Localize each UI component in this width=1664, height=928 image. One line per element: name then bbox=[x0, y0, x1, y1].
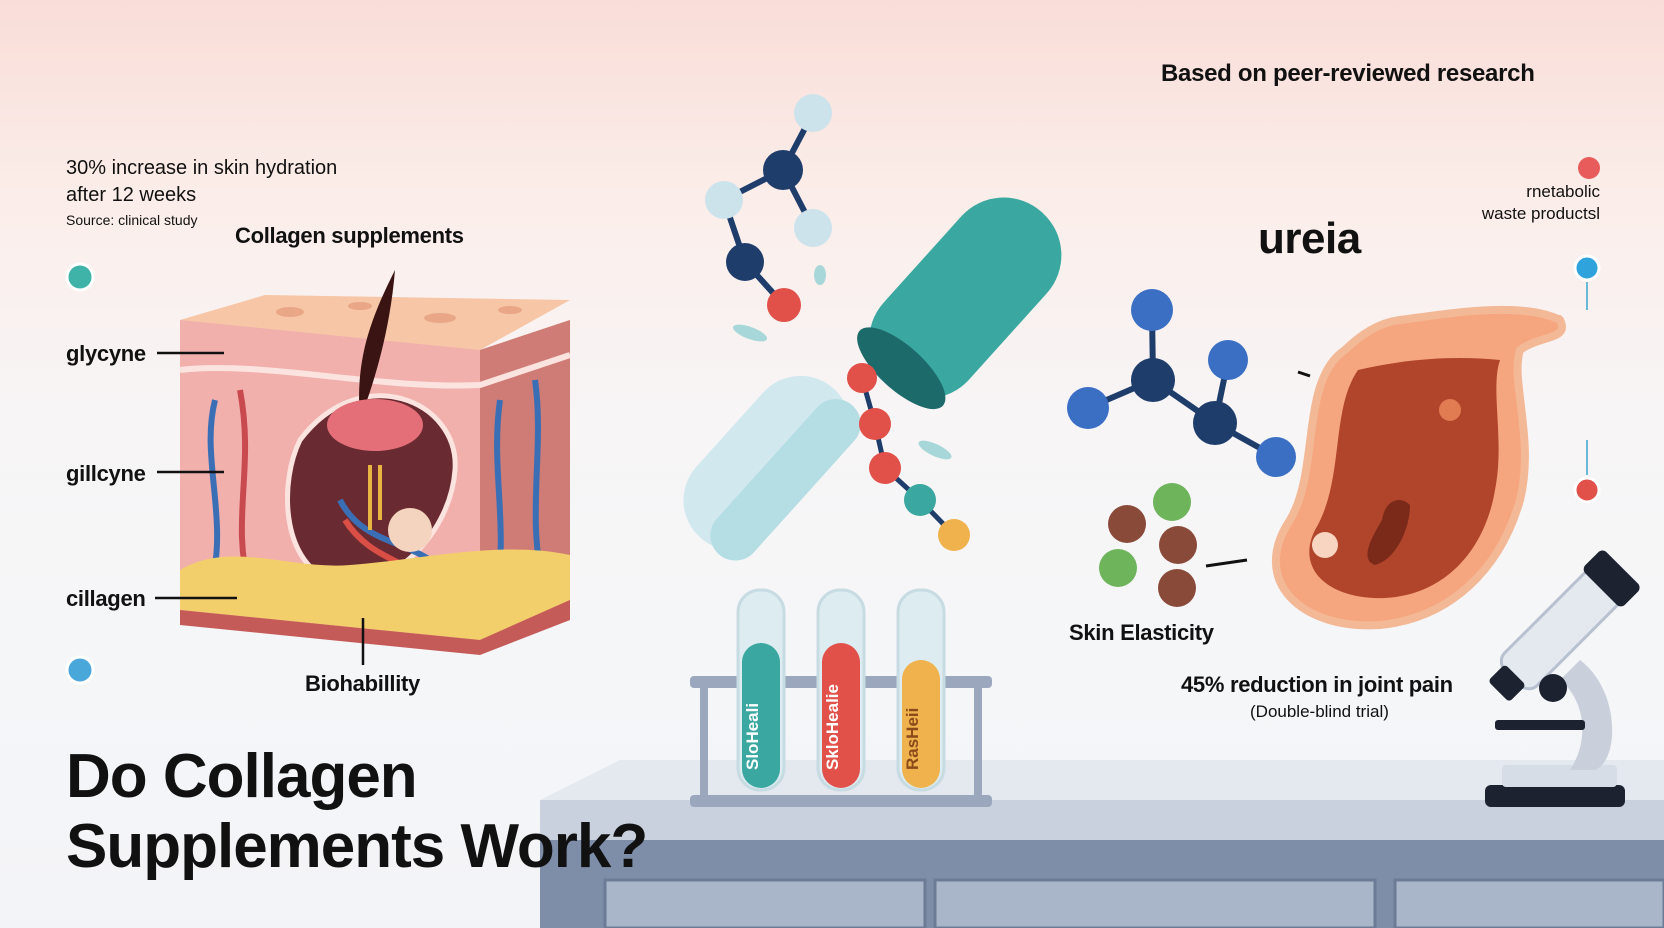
hydration-stat-line2: after 12 weeks bbox=[66, 184, 197, 206]
microscope bbox=[1485, 550, 1640, 807]
skin-diagram-title: Collagen supplements bbox=[235, 223, 464, 248]
molecule-title: ureia bbox=[1258, 214, 1361, 263]
hydration-stat-line1: 30% increase in skin hydration bbox=[66, 157, 338, 179]
joint-pain-source: (Double-blind trial) bbox=[1250, 702, 1389, 721]
tube-label-2: SkloHealie bbox=[823, 684, 842, 770]
particle-cluster bbox=[1099, 483, 1197, 607]
hydration-source: Source: clinical study bbox=[66, 212, 198, 228]
marker-dot bbox=[65, 262, 95, 292]
skin-bottom-label: Biohabillity bbox=[305, 671, 420, 696]
page-title-line1: Do Collagen bbox=[66, 742, 418, 811]
marker-dot bbox=[65, 655, 95, 685]
stomach-organ bbox=[1272, 305, 1566, 630]
skin-label-1: glycyne bbox=[66, 341, 146, 366]
tube-label-1: SloHeali bbox=[743, 702, 762, 770]
skin-label-pointers bbox=[155, 351, 365, 665]
amino-bead-chain bbox=[847, 363, 970, 551]
skin-label-2: gillcyne bbox=[66, 461, 146, 486]
capsule bbox=[683, 197, 1062, 561]
lab-counter bbox=[540, 760, 1664, 928]
page-title-line2: Supplements Work? bbox=[66, 812, 648, 881]
test-tube-rack bbox=[690, 588, 992, 807]
joint-pain-stat: 45% reduction in joint pain bbox=[1181, 672, 1453, 697]
skin-label-3: cillagen bbox=[66, 586, 146, 611]
floating-molecule bbox=[705, 94, 832, 322]
research-tagline: Based on peer-reviewed research bbox=[1161, 60, 1535, 87]
pointer-line bbox=[1205, 558, 1248, 568]
side-note-line2: waste productsl bbox=[1481, 204, 1600, 223]
urea-molecule bbox=[1067, 289, 1296, 477]
skin-cross-section bbox=[179, 270, 571, 655]
right-markers bbox=[1573, 157, 1601, 504]
skin-elasticity-label: Skin Elasticity bbox=[1069, 620, 1214, 645]
side-note-line1: rnetabolic bbox=[1526, 182, 1600, 201]
pointer-line bbox=[1297, 370, 1311, 378]
tube-label-3: RasHeii bbox=[903, 707, 922, 770]
